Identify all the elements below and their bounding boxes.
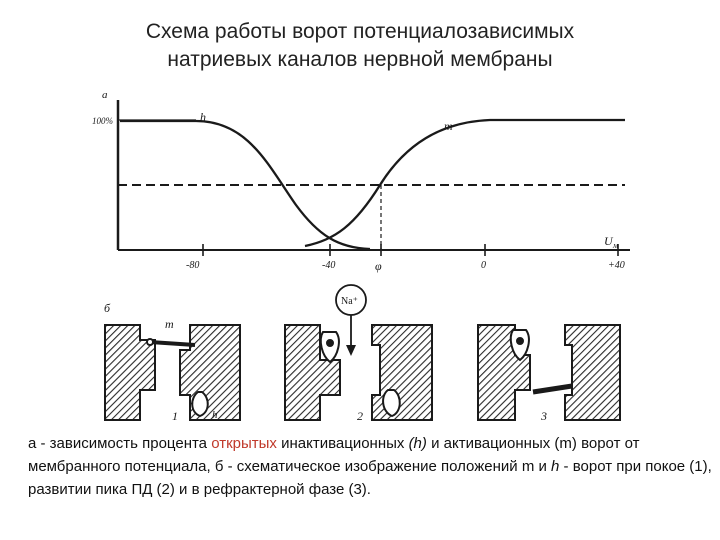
membrane-right-3: [564, 324, 621, 421]
schematic-panel: [104, 284, 621, 421]
gate-m-1: [149, 340, 196, 347]
x-axis-label-sub: м: [612, 241, 618, 250]
channel-state-3: [477, 324, 621, 421]
graph-panel-label: а: [102, 89, 108, 101]
state-label-3: 3: [540, 409, 547, 423]
tick-label-phi: φ: [375, 259, 382, 273]
curve-h: [120, 119, 371, 251]
caption-highlight: открытых: [211, 435, 277, 452]
channel-state-1: [104, 324, 241, 421]
gate-h-2: [382, 389, 401, 418]
title-line-1: Схема работы ворот потенциалозависимых: [145, 20, 575, 43]
gate-m-label: m: [165, 317, 174, 331]
tick-label-plus40: +40: [608, 260, 625, 271]
y-label-100: 100%: [92, 116, 113, 126]
gate-m-2: [319, 331, 340, 364]
caption-h: (h): [408, 435, 427, 452]
curve-m-label: m: [444, 119, 453, 133]
slide-title: Схема работы ворот потенциалозависимых н…: [0, 18, 720, 74]
membrane-right-1: [179, 324, 241, 421]
membrane-left-1: [104, 324, 156, 421]
caption-part-4: - ворот при покое (1), развитии пика ПД …: [28, 458, 712, 498]
sodium-ion-label: Na⁺: [341, 296, 358, 307]
caption-part-3: и активационных (m) ворот от мембранного…: [28, 435, 640, 475]
state-label-2: 2: [357, 409, 363, 423]
gate-h-1: [191, 391, 209, 418]
gate-h-label: h: [212, 409, 218, 421]
schematic-panel-label: б: [104, 301, 111, 315]
figure-caption: а - зависимость процента открытых инакти…: [28, 432, 712, 501]
tick-label-minus80: -80: [186, 260, 199, 271]
channel-state-2: [284, 284, 433, 421]
curve-m: [304, 118, 625, 248]
curve-h-label: h: [200, 110, 206, 124]
membrane-left-2: [284, 324, 341, 421]
gate-m-3: [509, 329, 530, 362]
caption-part-2: инактивационных: [276, 435, 409, 452]
title-line-2: натриевых каналов нервной мембраны: [167, 48, 553, 71]
tick-label-minus40: -40: [322, 260, 335, 271]
caption-h-2: h: [551, 458, 560, 475]
gate-h-3: [532, 383, 573, 395]
tick-marks: [202, 244, 619, 256]
graph-panel: [116, 100, 630, 256]
caption-part-1: а - зависимость процента: [28, 435, 212, 452]
tick-label-zero: 0: [481, 260, 486, 271]
membrane-right-2: [371, 324, 433, 421]
x-axis-label: U: [604, 234, 614, 248]
state-label-1: 1: [172, 409, 178, 423]
